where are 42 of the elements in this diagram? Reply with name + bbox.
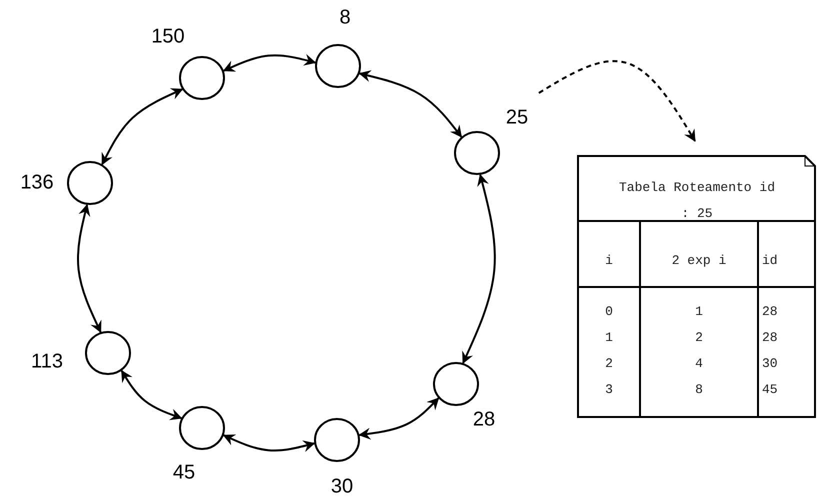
table-cell-text: 2 — [604, 355, 614, 373]
table-cell-text: 28 — [762, 329, 779, 347]
table-cell-text: 28 — [762, 303, 779, 321]
arrow — [77, 204, 102, 334]
table-cell-text: 45 — [762, 381, 779, 399]
node-id-label: 28 — [472, 408, 496, 432]
ring-node — [85, 331, 131, 375]
arrow — [222, 434, 316, 452]
arrow — [120, 370, 182, 420]
ring-node — [179, 406, 225, 450]
node-id-label: 30 — [330, 476, 354, 498]
table-cell-text: 8 — [694, 381, 704, 399]
node-id-label: 136 — [20, 172, 54, 194]
node-id-label: 150 — [151, 26, 185, 48]
node-id-label: 25 — [506, 106, 528, 130]
arrow — [358, 398, 440, 440]
ring-node — [179, 56, 225, 100]
table-cell-text: 1 — [604, 329, 614, 347]
table-cell-text: 2 — [694, 329, 704, 347]
table-cell-text: 4 — [694, 355, 704, 373]
table-cell-text: 3 — [604, 381, 614, 399]
table-title: Tabela Roteamento id : 25 — [618, 179, 776, 223]
table-cell-text: 30 — [762, 355, 779, 373]
node-id-label: 45 — [172, 462, 196, 484]
table-cell-text: 1 — [694, 303, 704, 321]
arrow — [101, 88, 184, 166]
ring-node — [67, 161, 113, 205]
routing-table — [577, 155, 815, 418]
ring-node — [433, 362, 479, 406]
arrow — [222, 54, 316, 72]
table-cell-text: 2 exp i — [670, 252, 728, 270]
arrow — [538, 60, 696, 142]
table-cell-text: id — [762, 252, 779, 270]
arrow — [462, 174, 496, 364]
ring-node — [454, 131, 500, 175]
table-cell-text: i — [604, 252, 614, 270]
ring-node — [314, 418, 360, 462]
arrow — [358, 70, 462, 138]
ring-node — [315, 44, 361, 88]
node-id-label: 113 — [31, 350, 63, 374]
table-cell-text: 0 — [604, 303, 614, 321]
node-id-label: 8 — [339, 6, 351, 30]
